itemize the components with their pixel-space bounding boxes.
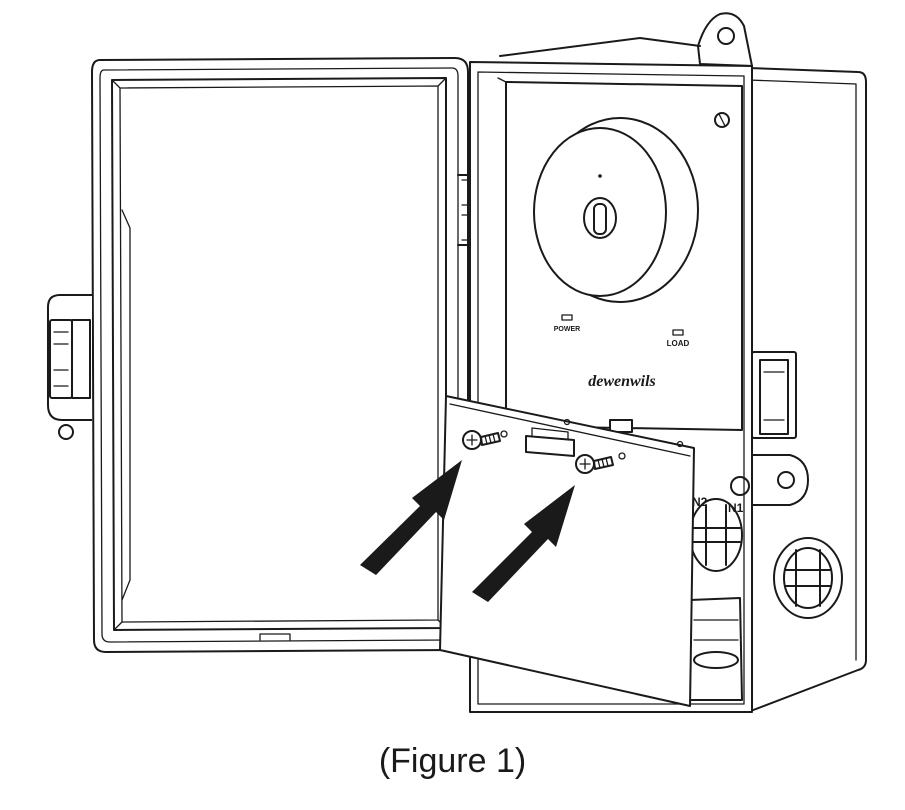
terminal-label-n2: N2 <box>692 495 708 509</box>
arrow-left <box>360 460 462 575</box>
arrow-right <box>472 485 575 602</box>
load-label: LOAD <box>667 339 690 348</box>
timer-dial <box>533 117 699 303</box>
screw-left <box>462 430 508 450</box>
power-indicator: POWER <box>554 314 580 333</box>
screw-right <box>575 452 626 474</box>
brand-logo: dewenwils <box>588 373 656 390</box>
load-indicator: LOAD <box>667 329 690 348</box>
terminal-label-n1: N1 <box>728 501 744 515</box>
figure-caption: (Figure 1) <box>378 742 527 780</box>
enclosure-door <box>47 57 473 653</box>
power-label: POWER <box>554 326 580 333</box>
terminal-cover-plate <box>439 395 695 707</box>
